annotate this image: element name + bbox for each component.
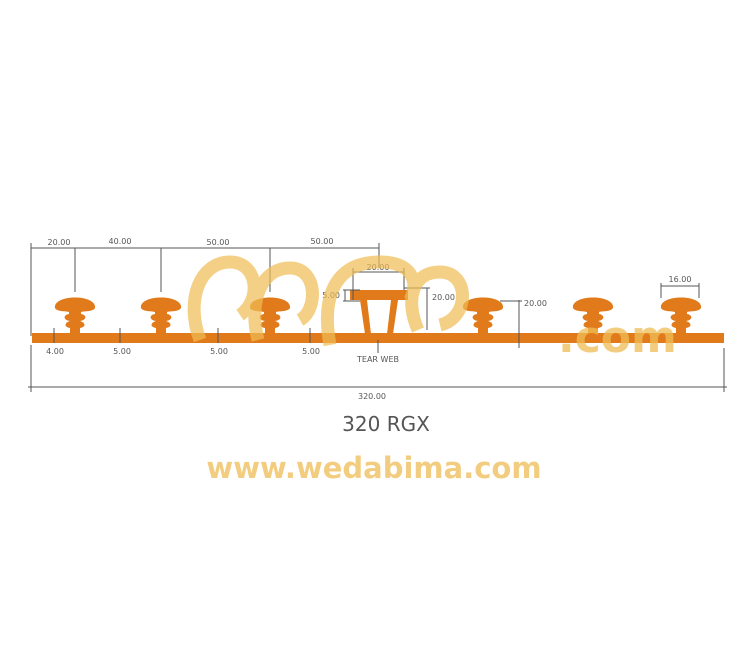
- rib-4: [462, 297, 504, 334]
- watermark-logo: .com www.wedabima.com: [187, 255, 677, 485]
- rib-5: [572, 297, 614, 334]
- center-tear-web-bulb: [350, 290, 408, 334]
- dim-overall-width: 320.00: [358, 392, 386, 401]
- tear-web-label: TEAR WEB: [356, 355, 399, 364]
- dim-bottom-1: 4.00: [46, 347, 64, 356]
- watermark-suffix: .com: [558, 312, 677, 363]
- dim-top-1: 20.00: [48, 238, 71, 247]
- dim-rib-head-width: 16.00: [669, 275, 692, 284]
- dim-bottom-3: 5.00: [210, 347, 228, 356]
- rib-6: [660, 297, 702, 334]
- rib-2: [140, 297, 182, 334]
- dim-bottom-2: 5.00: [113, 347, 131, 356]
- dim-rib-height: 20.00: [524, 299, 547, 308]
- product-title: 320 RGX: [342, 412, 430, 436]
- profile-shape: [32, 290, 724, 343]
- dim-top-3: 50.00: [207, 238, 230, 247]
- rib-1: [54, 297, 96, 334]
- dim-top-2: 40.00: [109, 237, 132, 246]
- dim-center-height: 20.00: [432, 293, 455, 302]
- watermark-url: www.wedabima.com: [206, 451, 541, 485]
- dim-top-4: 50.00: [311, 237, 334, 246]
- dimension-lines: [28, 243, 727, 392]
- dim-bottom-4: 5.00: [302, 347, 320, 356]
- base-strip: [32, 333, 724, 343]
